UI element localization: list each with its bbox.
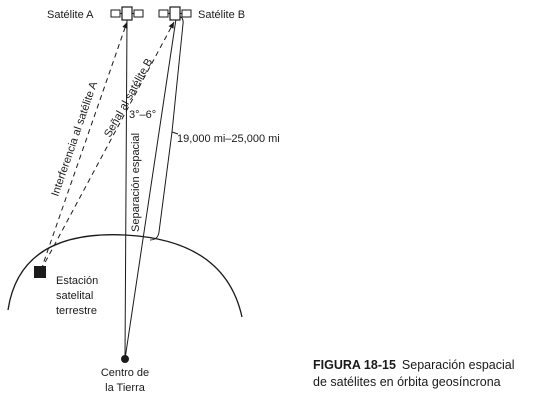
- caption-text-line1: Separación espacial: [401, 358, 515, 372]
- satellite-a-icon: [110, 6, 144, 21]
- earth-station-icon: [34, 266, 46, 278]
- spatial-separation-label: Separación espacial: [130, 133, 142, 232]
- earth-center-label-line2: la Tierra: [105, 382, 146, 394]
- angle-label: 3°–6°: [129, 109, 156, 121]
- interference-label: Interferencia al satélite A: [49, 80, 100, 198]
- satellite-b-label: Satélite B: [198, 9, 245, 21]
- caption-line-1: FIGURA 18-15 Separación espacial: [313, 357, 553, 374]
- signal-path-dashed: [40, 21, 175, 271]
- figure-caption: FIGURA 18-15 Separación espacial de satél…: [313, 357, 553, 391]
- earth-center-dot: [121, 355, 129, 363]
- center-to-satellite-b-line: [124, 18, 177, 360]
- earth-station-label-line3: terrestre: [56, 305, 97, 317]
- distance-label: 19,000 mi–25,000 mi: [177, 133, 280, 145]
- satellite-b-icon: [158, 6, 192, 21]
- earth-surface-arc: [7, 234, 243, 318]
- signal-label: Señal al satélite B: [102, 57, 155, 140]
- distance-bracket: [149, 15, 184, 241]
- figure-number: FIGURA 18-15: [313, 358, 396, 372]
- caption-text-line2: de satélites en órbita geosíncrona: [313, 375, 501, 389]
- satellite-a-label: Satélite A: [47, 9, 94, 21]
- distance-bracket-tick: [171, 131, 179, 135]
- center-to-satellite-a-line: [124, 18, 128, 360]
- earth-center-label-line1: Centro de: [101, 367, 149, 379]
- earth-station-label-line1: Estación: [56, 275, 98, 287]
- earth-station-label-line2: satelital: [56, 290, 93, 302]
- interference-path-dashed: [40, 21, 128, 271]
